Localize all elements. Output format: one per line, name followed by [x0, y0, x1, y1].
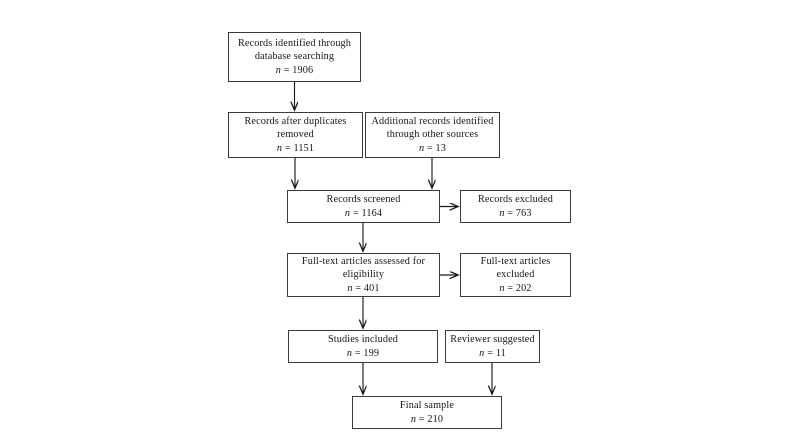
box-studies-included-line1: Studies included	[327, 334, 399, 346]
box-final-sample-line1: Final sample	[399, 400, 455, 412]
box-final-sample: Final sample n = 210	[352, 396, 502, 429]
box-records-screened-count: n = 1164	[344, 207, 383, 219]
box-studies-included-count: n = 199	[346, 347, 380, 359]
box-records-identified-line1: Records identified through	[237, 38, 352, 50]
box-fulltext-excluded-line2: excluded	[496, 269, 535, 281]
box-fulltext-excluded-line1: Full-text articles	[480, 256, 551, 268]
box-fulltext-articles-excluded: Full-text articles excluded n = 202	[460, 253, 571, 297]
box-studies-included: Studies included n = 199	[288, 330, 438, 363]
box-records-excluded: Records excluded n = 763	[460, 190, 571, 223]
box-records-screened-line1: Records screened	[326, 194, 401, 206]
box-records-after-duplicates-removed: Records after duplicates removed n = 115…	[228, 112, 363, 158]
box-records-excluded-count: n = 763	[499, 207, 532, 219]
box-records-excluded-line1: Records excluded	[477, 194, 554, 206]
box-additional-records-identified: Additional records identified through ot…	[365, 112, 500, 158]
box-fulltext-assessed-count: n = 401	[347, 282, 380, 294]
box-additional-records-count: n = 13	[418, 142, 447, 154]
box-final-sample-count: n = 210	[410, 413, 444, 425]
box-records-identified: Records identified through database sear…	[228, 32, 361, 82]
box-records-after-duplicates-line1: Records after duplicates	[244, 116, 347, 128]
box-records-after-duplicates-line2: removed	[277, 129, 314, 141]
box-records-after-duplicates-count: n = 1151	[276, 142, 315, 154]
box-records-screened: Records screened n = 1164	[287, 190, 440, 223]
box-additional-records-line1: Additional records identified	[371, 116, 494, 128]
box-reviewer-suggested: Reviewer suggested n = 11	[445, 330, 540, 363]
box-reviewer-suggested-line1: Reviewer suggested	[450, 334, 535, 346]
box-reviewer-suggested-count: n = 11	[479, 347, 506, 359]
box-fulltext-assessed-line2: eligibility	[342, 269, 385, 281]
box-records-identified-line2: database searching	[254, 51, 335, 63]
box-fulltext-excluded-count: n = 202	[499, 282, 532, 294]
box-additional-records-line2: through other sources	[386, 129, 479, 141]
box-records-identified-count: n = 1906	[275, 64, 314, 76]
box-fulltext-articles-assessed: Full-text articles assessed for eligibil…	[287, 253, 440, 297]
box-fulltext-assessed-line1: Full-text articles assessed for	[301, 256, 426, 268]
